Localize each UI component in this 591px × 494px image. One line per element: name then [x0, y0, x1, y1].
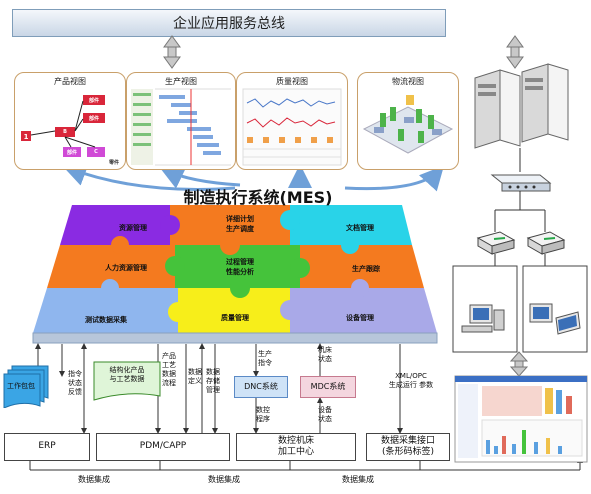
mes-title: 制造执行系统(MES) — [183, 188, 333, 207]
piece-document-management: 文档管理 — [346, 224, 374, 232]
pdm-capp-label: PDM/CAPP — [139, 441, 187, 452]
workstation-link-arrow — [509, 351, 529, 377]
tree-node-label: 1 — [23, 133, 29, 141]
production-view[interactable]: 生产视图 — [126, 72, 236, 170]
data-integration-label: 数据集成 — [76, 474, 112, 485]
data-integration-label: 数据集成 — [340, 474, 376, 485]
data-storage-label: 数据 存储 管理 — [206, 368, 220, 394]
command-feedback-label: 指令 状态 反馈 — [68, 370, 82, 396]
tree-node-label: C — [94, 149, 98, 155]
product-tree-icon — [21, 95, 105, 157]
piece-test-data-collection: 测试数据采集 — [85, 316, 127, 324]
quality-view[interactable]: 质量视图 — [236, 72, 348, 170]
router-icon — [526, 231, 566, 255]
tree-node-label: 部件 — [88, 116, 99, 122]
data-definition-label: 数据 定义 — [188, 368, 202, 385]
piece-hr-management: 人力资源管理 — [105, 264, 147, 272]
piece-resource-management: 资源管理 — [119, 224, 147, 232]
cnc-machine-label: 数控机床 加工中心 — [277, 435, 314, 457]
network-switch-icon — [490, 174, 552, 192]
erp-label: ERP — [38, 441, 56, 452]
structured-docs-label: 结构化产品 与工艺数据 — [109, 366, 145, 383]
dnc-system-label: DNC系统 — [244, 382, 278, 391]
tree-node-label: 部件 — [88, 98, 99, 104]
arrow-to-product-view — [62, 163, 236, 191]
report-screenshot — [454, 375, 588, 463]
piece-equipment-management: 设备管理 — [346, 314, 374, 322]
piece-process-management: 过程管理 性能分析 — [226, 258, 254, 276]
tree-node-label: 零件 — [108, 160, 119, 166]
cnc-machine-box[interactable]: 数控机床 加工中心 — [236, 433, 356, 461]
laptop-computer-icon — [529, 303, 581, 335]
mdc-system-box[interactable]: MDC系统 — [300, 376, 356, 398]
dnc-system-box[interactable]: DNC系统 — [234, 376, 288, 398]
data-acquisition-label: 数据采集接口 (条形码标签) — [380, 435, 435, 457]
product-view-title: 产品视图 — [54, 77, 86, 86]
mdc-system-label: MDC系统 — [310, 382, 346, 391]
device-state-label: 设备 状态 — [318, 406, 332, 423]
quality-view-title: 质量视图 — [276, 77, 308, 86]
server-icon — [474, 63, 569, 149]
piece-production-tracking: 生产跟踪 — [352, 265, 380, 273]
piece-detailed-scheduling: 详细计划 生产调度 — [226, 215, 254, 233]
control-chart-icon — [242, 88, 342, 166]
work-package-label: 工作包包 — [7, 382, 35, 390]
bus-link-arrow — [163, 35, 181, 69]
data-acquisition-box[interactable]: 数据采集接口 (条形码标签) — [366, 433, 450, 461]
mes-puzzle — [32, 205, 438, 344]
arrow-to-logistics-view — [344, 165, 445, 192]
tree-node-label: 部件 — [66, 150, 77, 156]
cnc-program-label: 数控 程序 — [256, 406, 270, 423]
xml-opc-label: XML/OPC 生成运行 参数 — [388, 372, 434, 389]
logistics-view-title: 物流视图 — [392, 77, 424, 86]
machine-state-label: 机床 状态 — [318, 346, 332, 363]
enterprise-service-bus: 企业应用服务总线 — [12, 9, 446, 37]
desktop-computer-icon — [461, 304, 505, 333]
gantt-chart-icon — [131, 88, 231, 166]
bus-label: 企业应用服务总线 — [173, 16, 285, 32]
tree-node-label: B — [63, 129, 67, 135]
erp-box[interactable]: ERP — [4, 433, 90, 461]
production-view-title: 生产视图 — [165, 77, 197, 86]
data-integration-label: 数据集成 — [206, 474, 242, 485]
router-icon — [476, 231, 516, 255]
warehouse-3d-icon — [362, 95, 454, 154]
piece-quality-management: 质量管理 — [221, 314, 249, 322]
logistics-view[interactable]: 物流视图 — [357, 72, 459, 170]
process-data-label: 产品 工艺 数据 流程 — [162, 352, 176, 387]
work-package-docs-icon — [3, 365, 49, 408]
product-view[interactable]: 产品视图 1 部件 部件 B 部件 C 零件 — [14, 72, 126, 170]
production-command-label: 生产 指令 — [258, 350, 272, 367]
server-link-arrow — [506, 35, 524, 69]
structured-docs-icon — [93, 361, 161, 401]
pdm-capp-box[interactable]: PDM/CAPP — [96, 433, 230, 461]
arrow-to-production-view — [159, 166, 241, 189]
